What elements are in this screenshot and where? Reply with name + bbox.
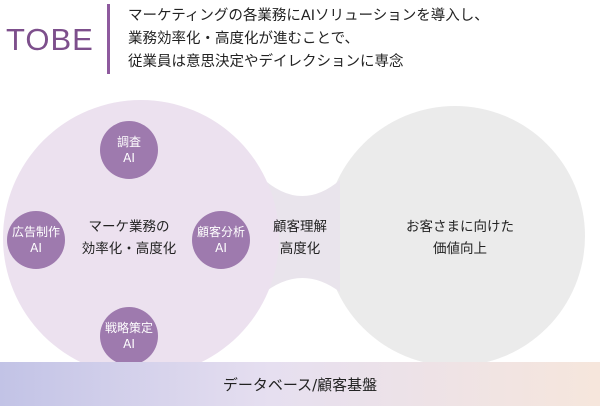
research-ai-node — [100, 121, 158, 179]
customer-analysis-ai-label-line-2: AI — [215, 241, 227, 255]
customer-analysis-ai-label: 顧客分析 AI — [189, 224, 253, 256]
right-center-line-1: お客さまに向けた — [406, 219, 514, 235]
description-line-2: 業務効率化・高度化が進むことで、 — [128, 31, 359, 47]
ad-production-ai-label: 広告制作 AI — [4, 224, 68, 256]
ad-production-ai-label-line-1: 広告制作 — [11, 225, 60, 239]
header-description: マーケティングの各業務にAIソリューションを導入し、 業務効率化・高度化が進むこ… — [128, 5, 598, 74]
right-blob — [325, 106, 585, 366]
description-line-1: マーケティングの各業務にAIソリューションを導入し、 — [128, 8, 489, 24]
ad-production-ai-node — [7, 211, 65, 269]
research-ai-label-line-2: AI — [123, 151, 135, 165]
header: TOBE マーケティングの各業務にAIソリューションを導入し、 業務効率化・高度… — [0, 0, 600, 80]
strategy-ai-node — [100, 307, 158, 365]
description-line-3: 従業員は意思決定やデイレクションに専念 — [128, 54, 404, 70]
connector-bridge — [260, 176, 340, 296]
database-bar-label: データベース/顧客基盤 — [222, 376, 378, 394]
customer-analysis-ai-node — [192, 211, 250, 269]
header-divider — [107, 4, 110, 74]
right-center-text: お客さまに向けた 価値向上 — [395, 216, 525, 260]
middle-line-1: 顧客理解 — [273, 219, 327, 235]
left-center-line-1: マーケ業務の — [88, 219, 170, 235]
research-ai-label: 調査 AI — [99, 134, 159, 166]
research-ai-label-line-1: 調査 — [116, 135, 141, 149]
left-center-line-2: 効率化・高度化 — [81, 241, 177, 257]
customer-analysis-ai-label-line-1: 顧客分析 — [196, 225, 245, 239]
left-center-text: マーケ業務の 効率化・高度化 — [69, 216, 189, 260]
right-center-line-2: 価値向上 — [433, 241, 487, 257]
strategy-ai-label-line-2: AI — [123, 337, 135, 351]
middle-line-2: 高度化 — [279, 241, 321, 257]
ad-production-ai-label-line-2: AI — [30, 241, 42, 255]
strategy-ai-label-line-1: 戦略策定 — [104, 321, 153, 335]
strategy-ai-label: 戦略策定 AI — [97, 320, 161, 352]
tobe-badge: TOBE — [6, 22, 94, 57]
database-bar — [0, 362, 600, 406]
middle-text: 顧客理解 高度化 — [260, 216, 340, 260]
left-blob — [3, 100, 279, 376]
